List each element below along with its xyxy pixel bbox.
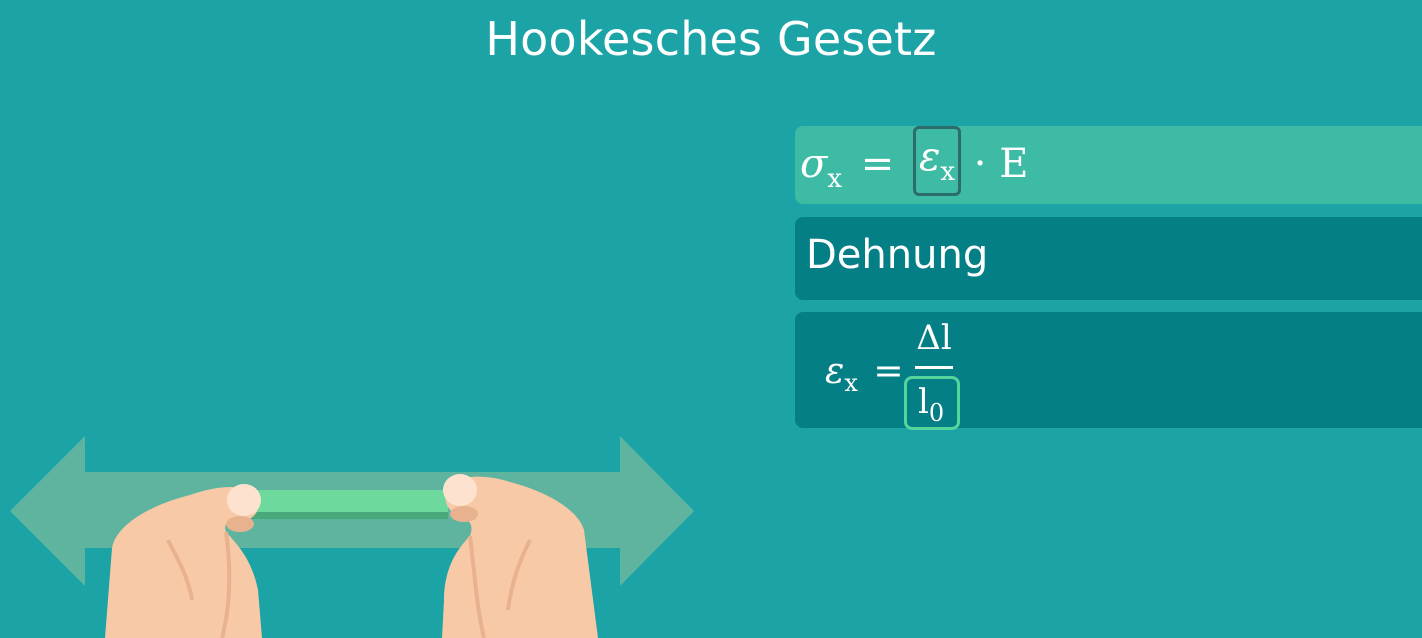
fraction-numerator: Δl: [916, 318, 952, 358]
strain-formula-panel: [795, 312, 1422, 428]
strain-formula-left: εx =: [825, 348, 904, 399]
epsilon-subscript: x: [844, 369, 858, 397]
equals-sign: =: [860, 141, 895, 187]
epsilon-highlight-box: εx: [912, 126, 962, 196]
rod-icon: [248, 490, 448, 519]
hooke-formula: σx = εx · E: [800, 126, 1029, 200]
hooke-formula-panel: [795, 126, 1422, 204]
dehnung-panel: [795, 217, 1422, 300]
page-title: Hookesches Gesetz: [485, 12, 937, 66]
sigma-symbol: σ: [800, 141, 828, 187]
sigma-subscript: x: [827, 164, 842, 194]
epsilon-symbol: ε: [825, 351, 845, 392]
fraction-bar: [915, 366, 953, 369]
denominator-l: l: [918, 382, 929, 422]
epsilon-symbol: ε: [918, 134, 941, 180]
fraction-denominator: l0: [918, 380, 944, 427]
denominator-subscript: 0: [928, 399, 945, 427]
epsilon-subscript: x: [940, 157, 956, 187]
left-hand-icon: [105, 484, 262, 638]
denominator-highlight-box: [904, 376, 960, 430]
right-hand-icon: [442, 474, 598, 638]
equals-sign: =: [873, 351, 904, 392]
dehnung-label: Dehnung: [806, 232, 989, 278]
modulus-e: E: [999, 141, 1029, 187]
multiply-dot: ·: [973, 141, 987, 187]
strain-fraction: Δl: [914, 316, 954, 369]
stretching-rod-illustration: [10, 436, 694, 638]
